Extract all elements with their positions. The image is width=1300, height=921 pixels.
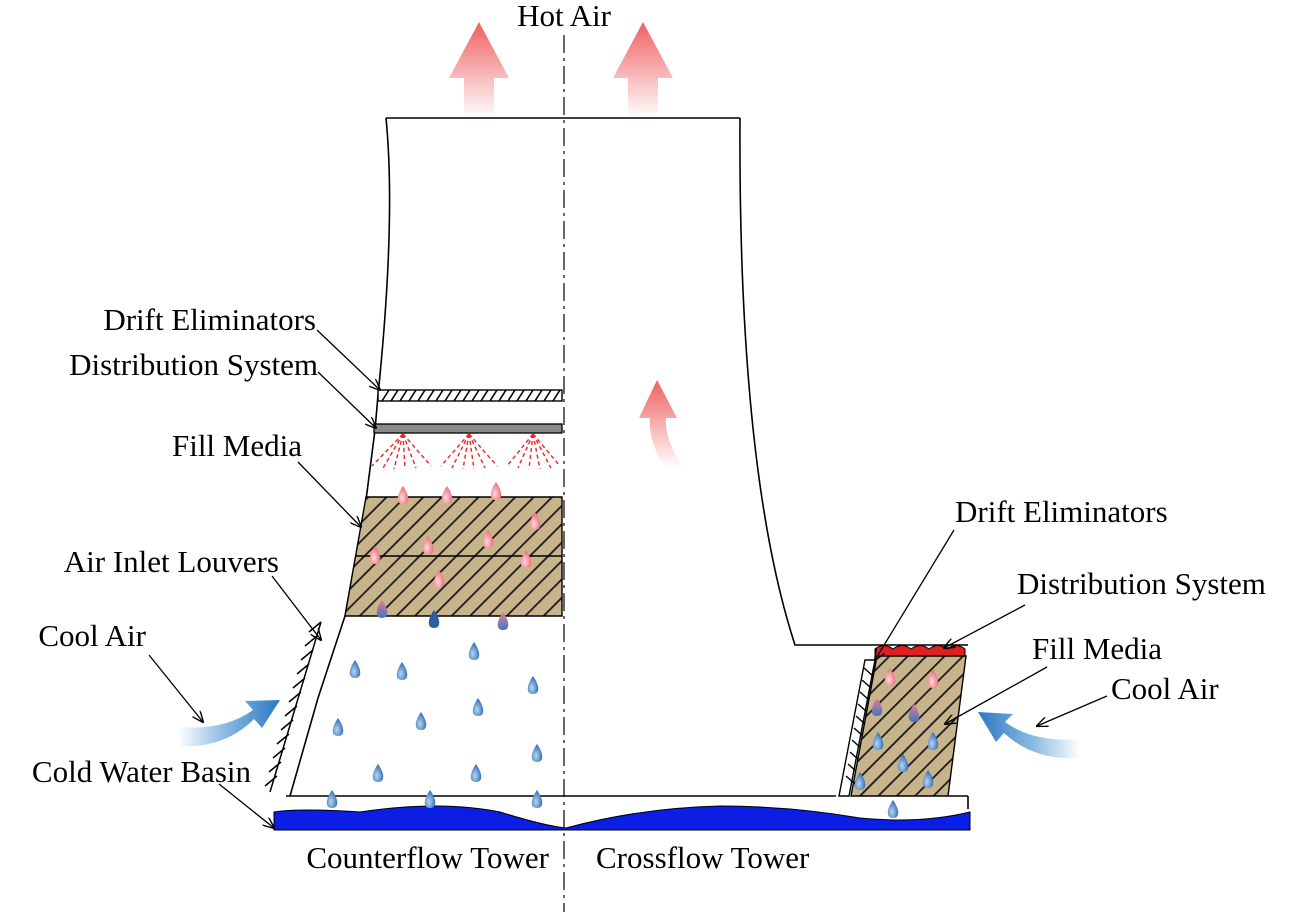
cool-air-arrow-left bbox=[178, 700, 280, 747]
left-distribution-system-label: Distribution System bbox=[69, 347, 318, 382]
counterflow-water-drops bbox=[326, 482, 543, 808]
inner-hot-air-arrow bbox=[639, 380, 684, 468]
right-distribution-system-label: Distribution System bbox=[1017, 566, 1266, 601]
right-cool-air-label: Cool Air bbox=[1111, 671, 1219, 706]
hot-air-arrow-left bbox=[449, 22, 509, 118]
left-fill-media-label: Fill Media bbox=[172, 428, 302, 463]
air-inlet-louvers-label: Air Inlet Louvers bbox=[64, 544, 279, 579]
left-drift-eliminators-label: Drift Eliminators bbox=[103, 302, 316, 337]
right-drift-eliminators bbox=[838, 659, 876, 797]
spray-nozzles bbox=[371, 433, 561, 470]
cool-air-arrow-right bbox=[978, 712, 1080, 759]
left-drift-eliminators bbox=[377, 389, 563, 402]
right-drift-eliminators-label: Drift Eliminators bbox=[955, 494, 1168, 529]
cold-water-basin bbox=[273, 805, 971, 831]
hot-air-label: Hot Air bbox=[517, 0, 612, 33]
left-distribution-system bbox=[373, 423, 563, 434]
crossflow-water-drops bbox=[854, 668, 939, 818]
hot-air-arrow-right bbox=[613, 22, 673, 118]
right-fill-media-label: Fill Media bbox=[1032, 631, 1162, 666]
left-cool-air-label: Cool Air bbox=[38, 618, 146, 653]
cold-water-basin-label: Cold Water Basin bbox=[32, 754, 252, 789]
counterflow-caption: Counterflow Tower bbox=[306, 840, 549, 875]
crossflow-caption: Crossflow Tower bbox=[596, 840, 810, 875]
right-distribution-system bbox=[874, 645, 966, 657]
leader-lines bbox=[148, 329, 1108, 828]
